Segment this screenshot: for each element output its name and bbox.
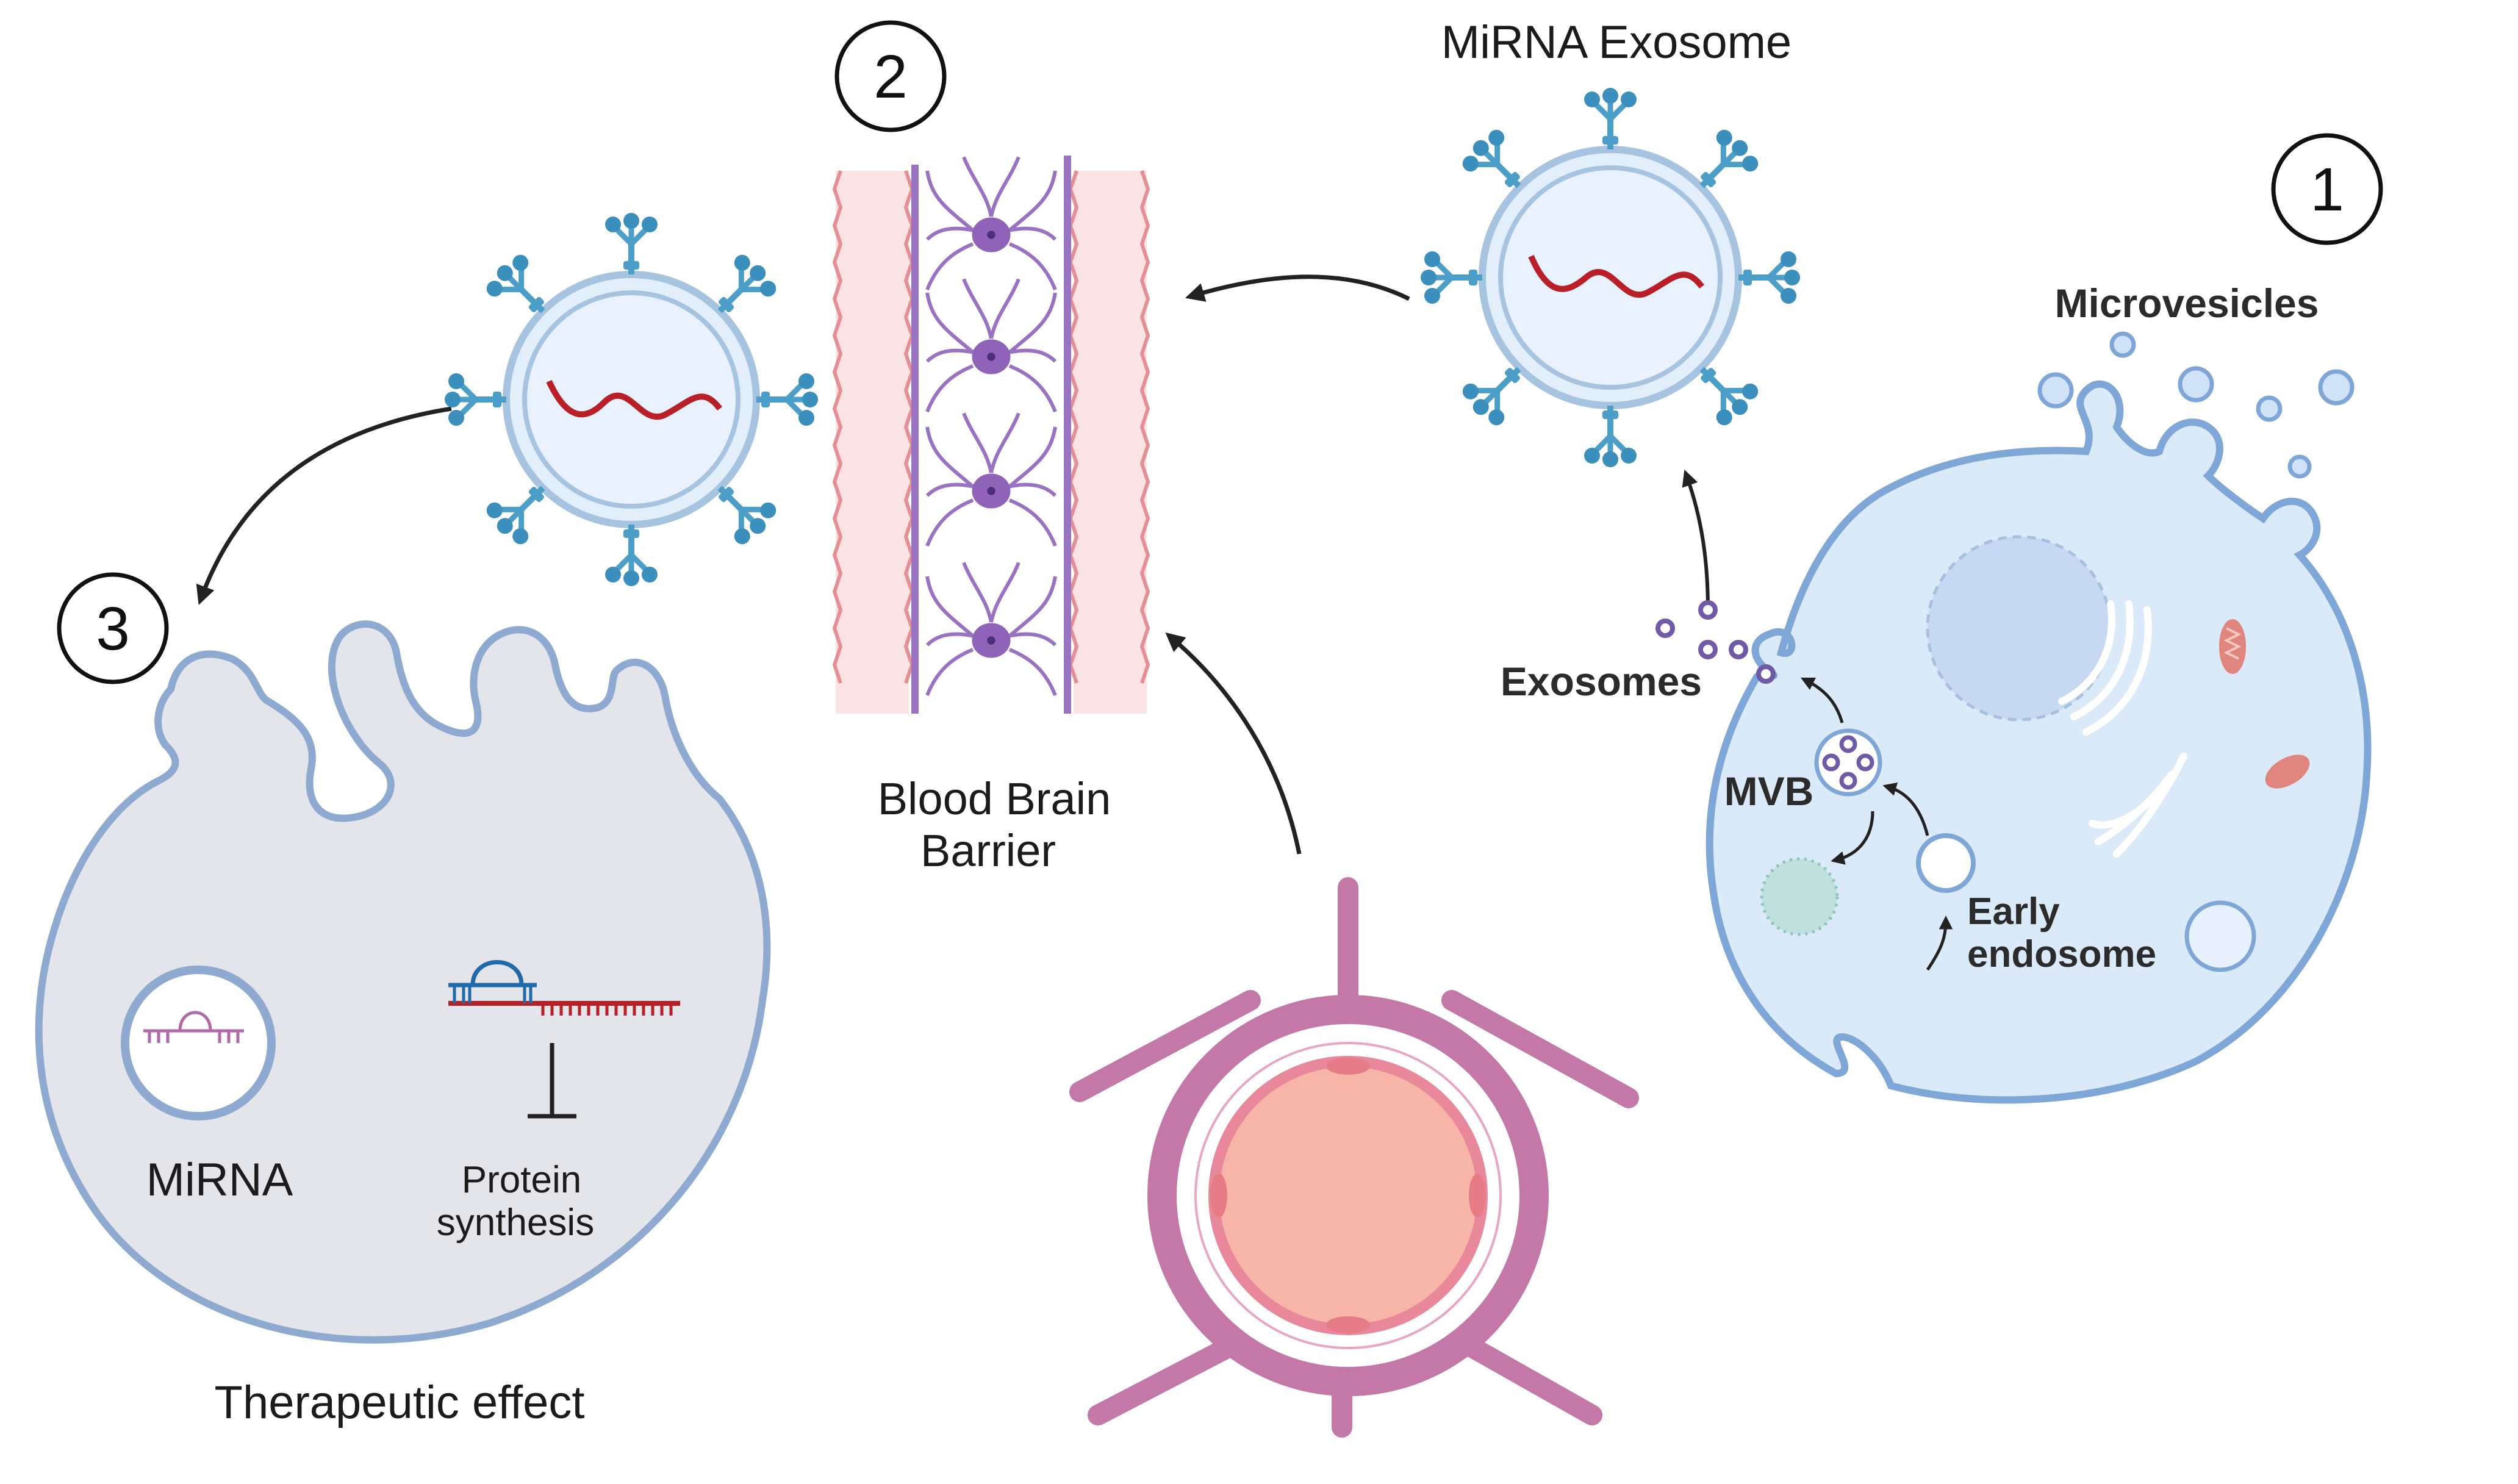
step-marker-3: 3 <box>57 572 169 684</box>
mitochondrion <box>2265 755 2310 789</box>
step-marker-2: 2 <box>834 20 947 132</box>
exosome-particle <box>1655 600 1776 684</box>
label-protein-2: synthesis <box>437 1202 594 1244</box>
mirna-strand <box>1528 255 1704 298</box>
microvesicle <box>2037 331 2355 479</box>
label-mvb: MVB <box>1724 769 1814 814</box>
mitochondrion <box>2219 619 2246 674</box>
svg-text:2: 2 <box>873 43 908 111</box>
svg-text:3: 3 <box>96 595 130 663</box>
mirna-exosome <box>1421 88 1800 467</box>
label-bbb-1: Blood Brain <box>878 773 1111 824</box>
nucleus <box>1926 535 2112 722</box>
blood-vessel-cross-section <box>1069 877 1639 1438</box>
mirna-strand <box>546 379 722 420</box>
early-endosome <box>1916 833 1976 893</box>
label-early-endosome-1: Early <box>1967 891 2060 933</box>
label-early-endosome-2: endosome <box>1967 933 2156 975</box>
lysosome <box>1760 857 1839 936</box>
step-marker-1: 1 <box>2271 133 2383 245</box>
target-cell <box>35 620 771 1344</box>
astrocyte <box>927 157 1055 696</box>
label-microvesicles: Microvesicles <box>2055 281 2319 326</box>
arrow-exosome-to-bbb <box>1185 274 1410 302</box>
multivesicular-body <box>1814 728 1882 797</box>
label-bbb-2: Barrier <box>920 825 1056 876</box>
arrow-vessel-to-bbb <box>1165 632 1302 855</box>
mirna-exosome-delivery <box>445 213 818 586</box>
label-mirna: MiRNA <box>146 1154 293 1206</box>
arrow-exosome-to-target <box>196 406 452 605</box>
inhibition-symbol <box>528 1043 576 1119</box>
label-exosomes: Exosomes <box>1501 659 1702 704</box>
secreting-cell <box>1655 331 2372 1104</box>
label-therapeutic-effect: Therapeutic effect <box>215 1377 585 1428</box>
mirna-vesicle <box>121 966 276 1120</box>
mrna-binding <box>448 960 680 1016</box>
label-mirna-exosome: MiRNA Exosome <box>1441 16 1792 68</box>
mirna-hairpin <box>143 1011 244 1043</box>
endocytic-vesicle <box>2184 900 2256 972</box>
blood-brain-barrier <box>832 156 1150 714</box>
arrow-release-upward <box>1682 469 1710 611</box>
golgi-apparatus <box>2058 600 2187 858</box>
svg-text:1: 1 <box>2310 156 2344 224</box>
label-protein-1: Protein <box>462 1159 581 1201</box>
